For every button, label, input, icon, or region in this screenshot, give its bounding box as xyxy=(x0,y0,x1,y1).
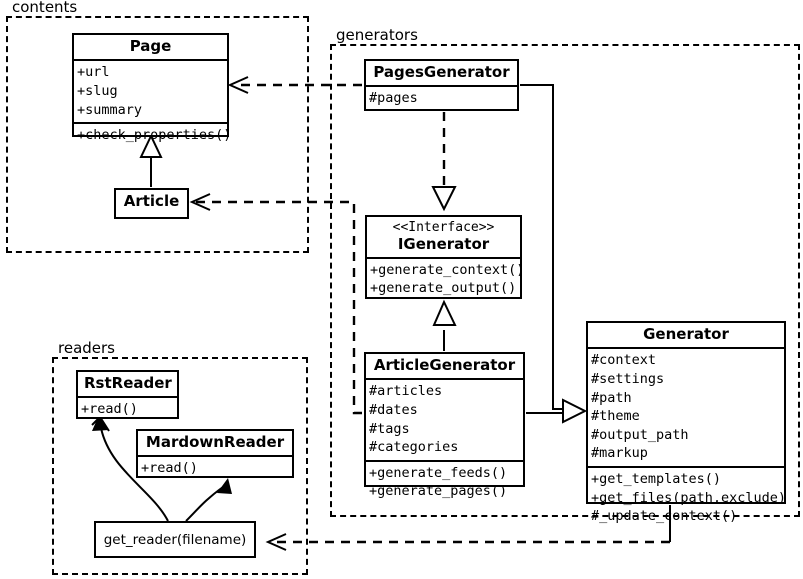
class-member: +summary xyxy=(77,101,143,118)
class-pagesgenerator-name: PagesGenerator xyxy=(373,63,510,81)
class-pagesgenerator[interactable]: PagesGenerator #pages xyxy=(364,59,519,111)
class-page[interactable]: Page +url+slug +summary +check_properties… xyxy=(72,33,231,143)
class-member: #categories xyxy=(369,439,459,456)
class-articlegenerator-operations: +generate_feeds() +generate_pages() xyxy=(366,459,523,504)
class-member: +get_files(path,exclude) xyxy=(591,489,787,506)
class-member: +url xyxy=(77,64,110,81)
class-igenerator-stereotype: <<Interface>> xyxy=(392,220,495,235)
class-member: #dates xyxy=(369,401,418,418)
package-generators-label: generators xyxy=(334,26,420,44)
class-articlegenerator-name: ArticleGenerator xyxy=(373,356,516,374)
class-member: #path xyxy=(591,389,632,406)
class-generator[interactable]: Generator #context#settings #path #theme#o… xyxy=(586,321,786,524)
class-page-name: Page xyxy=(129,37,172,55)
class-member: +check_properties() xyxy=(77,127,232,144)
class-generator-operations: +get_templates() +get_files(path,exclude)… xyxy=(588,466,787,529)
class-member: +generate_feeds() xyxy=(369,464,508,481)
class-member: #articles xyxy=(369,383,443,400)
package-readers-label: readers xyxy=(56,339,117,357)
class-generator-attributes: #context#settings #path #theme#output_path… xyxy=(588,347,784,466)
class-member: +read() xyxy=(81,401,138,418)
class-igenerator-label: IGenerator xyxy=(397,234,490,253)
class-rstreader-operations: +read() xyxy=(78,396,177,422)
class-mardownreader[interactable]: MardownReader +read() xyxy=(136,429,294,478)
package-contents xyxy=(6,16,309,253)
class-member: +generate_pages() xyxy=(369,483,508,500)
class-member: #context xyxy=(591,352,657,369)
class-member: #theme xyxy=(591,408,640,425)
class-page-operations: +check_properties() xyxy=(74,122,232,148)
class-member: #markup xyxy=(591,445,648,462)
class-igenerator-operations: +generate_context() +generate_output() xyxy=(367,256,525,301)
class-member: +generate_context() xyxy=(370,261,525,278)
function-get-reader[interactable]: get_reader(filename) xyxy=(94,521,256,558)
class-member: #pages xyxy=(369,90,418,107)
class-member: #output_path xyxy=(591,426,689,443)
class-article-name: Article xyxy=(123,192,180,210)
class-articlegenerator[interactable]: ArticleGenerator #articles#dates #tags #ca… xyxy=(364,352,525,499)
class-member: +read() xyxy=(141,460,198,477)
class-article[interactable]: Article xyxy=(114,188,189,219)
package-contents-label: contents xyxy=(10,0,80,16)
class-member: +generate_output() xyxy=(370,280,517,297)
function-get-reader-label: get_reader(filename) xyxy=(103,531,247,548)
class-rstreader[interactable]: RstReader +read() xyxy=(76,370,179,419)
class-member: +slug xyxy=(77,82,118,99)
class-generator-name: Generator xyxy=(643,325,729,343)
class-pagesgenerator-attributes: #pages xyxy=(366,85,517,111)
class-member: +get_templates() xyxy=(591,471,722,487)
class-igenerator[interactable]: <<Interface>> IGenerator +generate_conte… xyxy=(365,215,525,301)
package-readers xyxy=(52,357,308,575)
class-mardownreader-operations: +read() xyxy=(138,455,292,481)
class-member: #tags xyxy=(369,420,410,437)
class-rstreader-name: RstReader xyxy=(84,374,172,392)
class-igenerator-name: <<Interface>> IGenerator xyxy=(367,217,520,257)
class-member: #settings xyxy=(591,370,665,387)
class-articlegenerator-attributes: #articles#dates #tags #categories xyxy=(366,378,523,460)
class-mardownreader-name: MardownReader xyxy=(145,433,285,451)
class-member: #_update_context() xyxy=(591,508,738,525)
class-page-attributes: +url+slug +summary xyxy=(74,59,227,122)
